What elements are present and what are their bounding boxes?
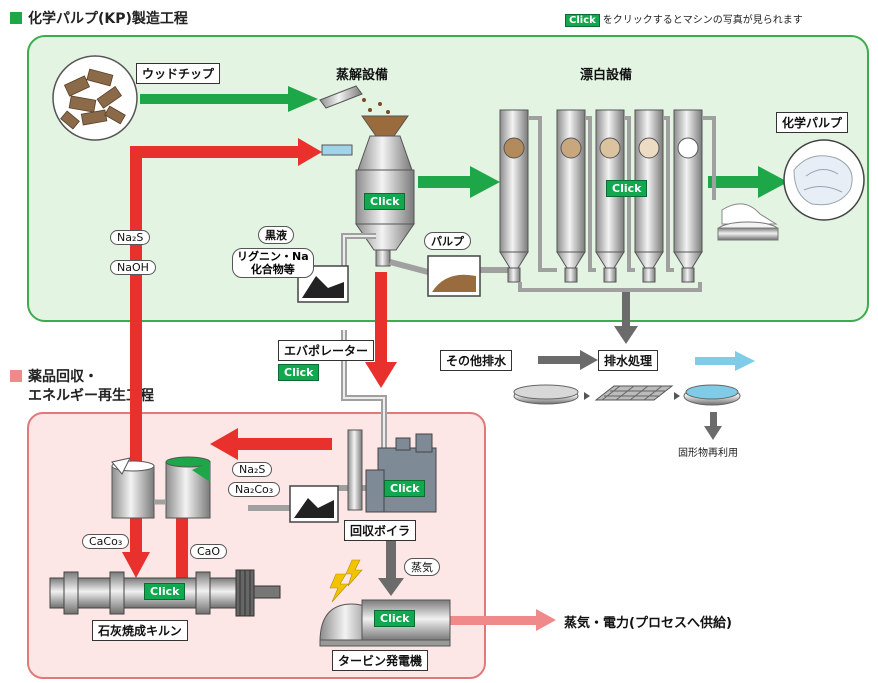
solids-reuse-label: 固形物再利用 xyxy=(678,448,738,459)
lignin-line1: リグニン・Na xyxy=(237,250,309,263)
recovery-title-marker xyxy=(10,370,22,382)
kiln-click-button[interactable]: Click xyxy=(144,583,186,600)
bleaching-click-button[interactable]: Click xyxy=(606,180,648,197)
na2s-badge-recovery: Na₂S xyxy=(232,462,273,477)
recovery-title-line2: エネルギー再生工程 xyxy=(28,388,154,404)
chemical-pulp-icon xyxy=(783,139,865,221)
treated-water-arrow xyxy=(695,351,755,371)
green-liquor-tank-icon xyxy=(289,485,339,523)
naoh-badge: NaOH xyxy=(110,260,156,275)
recovery-boiler-click-button[interactable]: Click xyxy=(384,480,426,497)
other-wastewater-arrow xyxy=(538,350,598,370)
evaporator-click-button[interactable]: Click xyxy=(278,364,320,381)
recovery-title-line1: 薬品回収・ xyxy=(28,369,98,385)
causticizer-tank-2-icon xyxy=(165,456,211,519)
click-hint-text: をクリックするとマシンの写真が見られます xyxy=(602,15,803,26)
cao-badge: CaO xyxy=(190,544,228,559)
turbine-click-button[interactable]: Click xyxy=(374,610,416,627)
digester-click-button[interactable]: Click xyxy=(364,193,406,210)
page-title: 化学パルプ(KP)製造工程 xyxy=(10,8,188,28)
na2s-badge: Na₂S xyxy=(110,230,151,245)
settling-tank-icon xyxy=(683,384,741,406)
steam-power-label: 蒸気・電力(プロセスへ供給) xyxy=(564,616,732,631)
page-title-text: 化学パルプ(KP)製造工程 xyxy=(28,11,188,27)
recovery-title: 薬品回収・ エネルギー再生工程 xyxy=(10,368,154,406)
lignin-label: リグニン・Na 化合物等 xyxy=(232,248,314,278)
steam-badge: 蒸気 xyxy=(404,558,440,576)
evaporator-label: エバポレーター xyxy=(278,340,375,361)
digester-label: 蒸解設備 xyxy=(336,68,389,83)
lignin-line2: 化合物等 xyxy=(250,263,295,276)
wood-chips-icon xyxy=(52,55,138,141)
caco3-badge: CaCo₃ xyxy=(82,534,130,549)
na2co3-badge: Na₂Co₃ xyxy=(228,482,281,497)
bleach-to-pulp-arrow xyxy=(708,166,788,198)
causticizer-tank-1-icon xyxy=(111,457,155,519)
other-wastewater-label: その他排水 xyxy=(440,350,513,371)
recovery-to-causticizing-arrow xyxy=(210,428,332,460)
filter-icon xyxy=(594,385,674,401)
steam-down-arrow xyxy=(378,540,404,596)
white-liquor-line xyxy=(122,138,322,578)
wastewater-treatment-label: 排水処理 xyxy=(598,350,659,371)
solids-reuse-arrow xyxy=(704,412,722,440)
lime-kiln-label: 石灰焼成キルン xyxy=(92,620,188,641)
pulp-tank-icon xyxy=(427,255,481,297)
click-hint-tag: Click xyxy=(565,14,600,27)
pipes-inner xyxy=(343,235,385,452)
wood-chips-label: ウッドチップ xyxy=(136,63,221,84)
recovery-boiler-icon xyxy=(347,429,437,513)
flow-chevron-1 xyxy=(584,392,590,400)
title-marker xyxy=(10,12,22,24)
turbine-label: タービン発電機 xyxy=(332,650,429,671)
recovery-boiler-label: 回収ボイラ xyxy=(344,520,417,541)
flow-chevron-2 xyxy=(674,392,680,400)
bleaching-towers-icon xyxy=(499,109,716,292)
bleaching-label: 漂白設備 xyxy=(580,68,633,83)
pulp-label: パルプ xyxy=(424,232,471,250)
black-liquor-down-arrow xyxy=(365,272,397,388)
lightning-icon xyxy=(329,559,363,603)
wood-chips-arrow xyxy=(140,86,318,112)
bleach-to-wastewater-arrow xyxy=(614,288,638,344)
pulp-tray-icon xyxy=(717,203,779,241)
clarifier-icon xyxy=(513,384,579,405)
chemical-pulp-label: 化学パルプ xyxy=(776,112,849,133)
steam-power-arrow xyxy=(450,609,556,631)
digester-to-bleach-arrow xyxy=(418,166,500,198)
black-liquor-label: 黒液 xyxy=(258,226,294,244)
